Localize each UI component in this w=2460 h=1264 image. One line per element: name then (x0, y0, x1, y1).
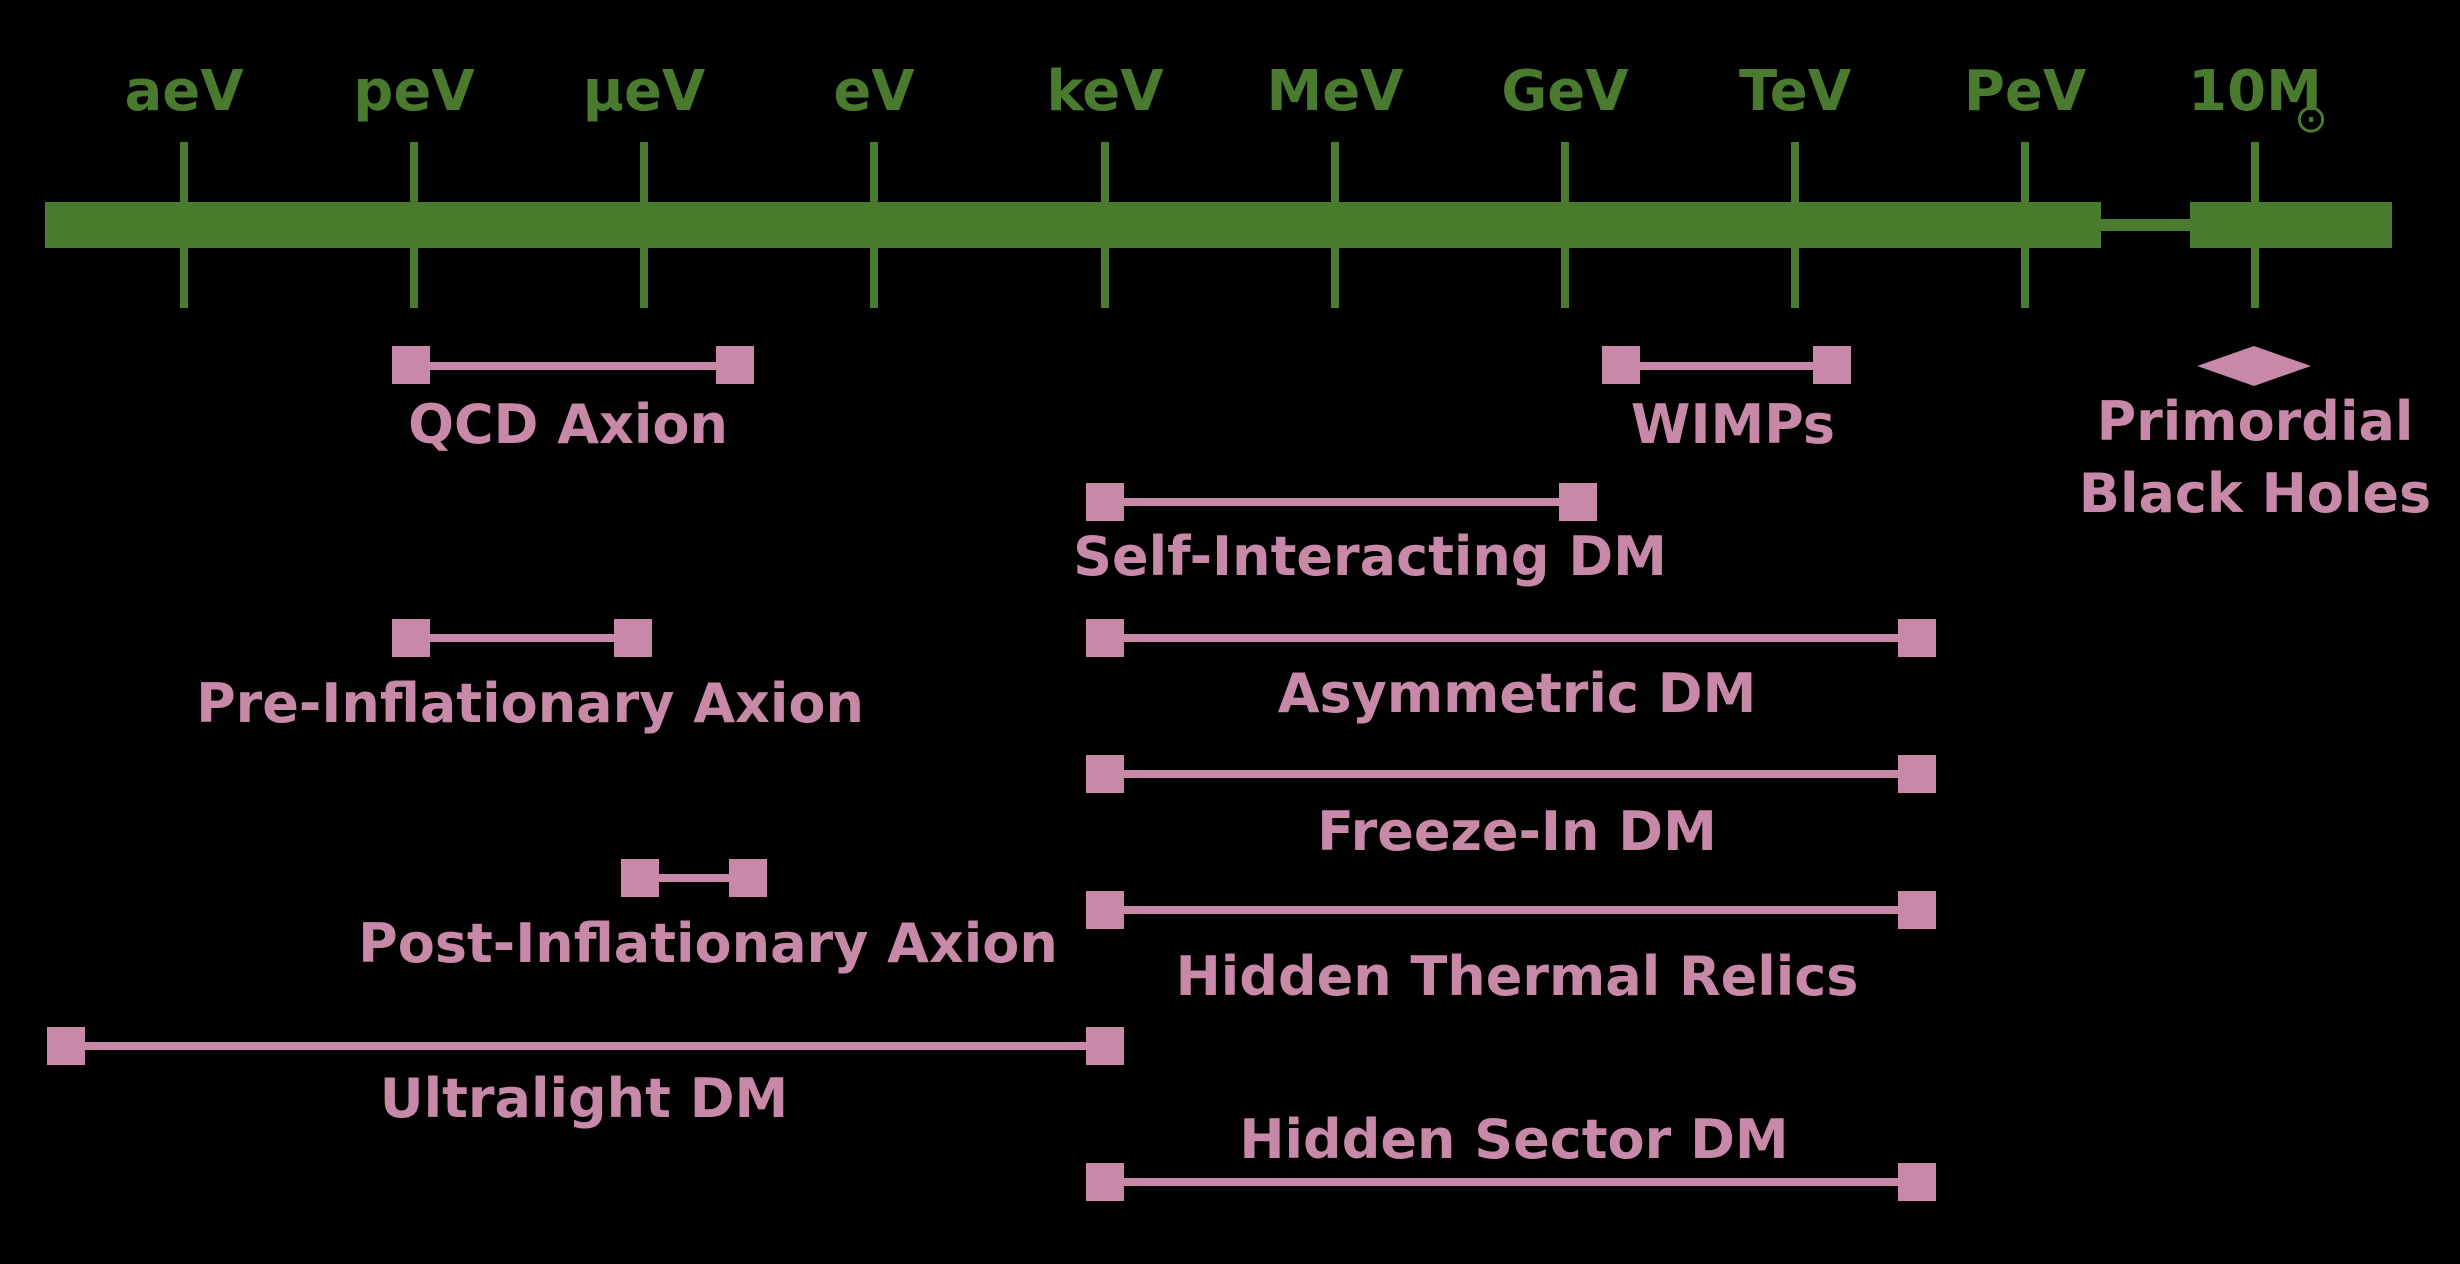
label-pre-inflationary-axion: Pre-Inflationary Axion (196, 672, 864, 735)
model-range-wimps (1602, 346, 1851, 384)
model-range-ultralight-dm (47, 1027, 1124, 1065)
tick-label-PeV: PeV (1964, 59, 2087, 124)
model-range-pre-inflationary-axion (392, 619, 652, 657)
label-post-inflationary-axion: Post-Inflationary Axion (358, 912, 1058, 975)
model-range-post-inflationary-axion (621, 859, 767, 897)
label-freeze-in-dm: Freeze-In DM (1317, 800, 1717, 863)
label-asymmetric-dm: Asymmetric DM (1278, 662, 1757, 725)
tick-label-MeV: MeV (1266, 59, 1404, 124)
label-qcd-axion: QCD Axion (408, 393, 728, 456)
tick-label-ueV: μeV (583, 59, 706, 124)
label-ultralight-dm: Ultralight DM (380, 1067, 789, 1130)
model-marker-primordial-black-holes (2197, 346, 2311, 386)
label-wimps: WIMPs (1631, 393, 1835, 456)
axis-tick-labels: aeV peV μeV eV keV MeV GeV TeV PeV 10M ⊙ (124, 59, 2327, 142)
model-range-qcd-axion (392, 346, 754, 384)
label-primordial: Primordial (2097, 390, 2414, 453)
axis-ticks (180, 142, 2259, 308)
model-labels: QCD Axion WIMPs Primordial Black Holes S… (196, 390, 2431, 1171)
tick-label-TeV: TeV (1739, 59, 1852, 124)
tick-label-eV: eV (833, 59, 915, 124)
tick-label-keV: keV (1046, 59, 1164, 124)
axis-break-connector (2101, 219, 2191, 231)
axis-bar-end (2190, 202, 2392, 248)
tick-label-aeV: aeV (124, 59, 244, 124)
label-black-holes: Black Holes (2079, 462, 2431, 525)
solar-mass-symbol: ⊙ (2294, 96, 2328, 142)
tick-label-peV: peV (353, 59, 475, 124)
model-range-hidden-thermal-relics (1086, 891, 1936, 929)
model-range-asymmetric-dm (1086, 619, 1936, 657)
model-range-hidden-sector-dm (1086, 1163, 1936, 1201)
tick-label-10M: 10M (2188, 59, 2322, 124)
label-hidden-sector-dm: Hidden Sector DM (1239, 1108, 1788, 1171)
model-range-freeze-in-dm (1086, 755, 1936, 793)
label-self-interacting-dm: Self-Interacting DM (1073, 525, 1667, 588)
model-range-self-interacting-dm (1086, 483, 1597, 521)
tick-label-GeV: GeV (1501, 59, 1629, 124)
axis-bar-main (45, 202, 2101, 248)
label-hidden-thermal-relics: Hidden Thermal Relics (1176, 945, 1859, 1008)
